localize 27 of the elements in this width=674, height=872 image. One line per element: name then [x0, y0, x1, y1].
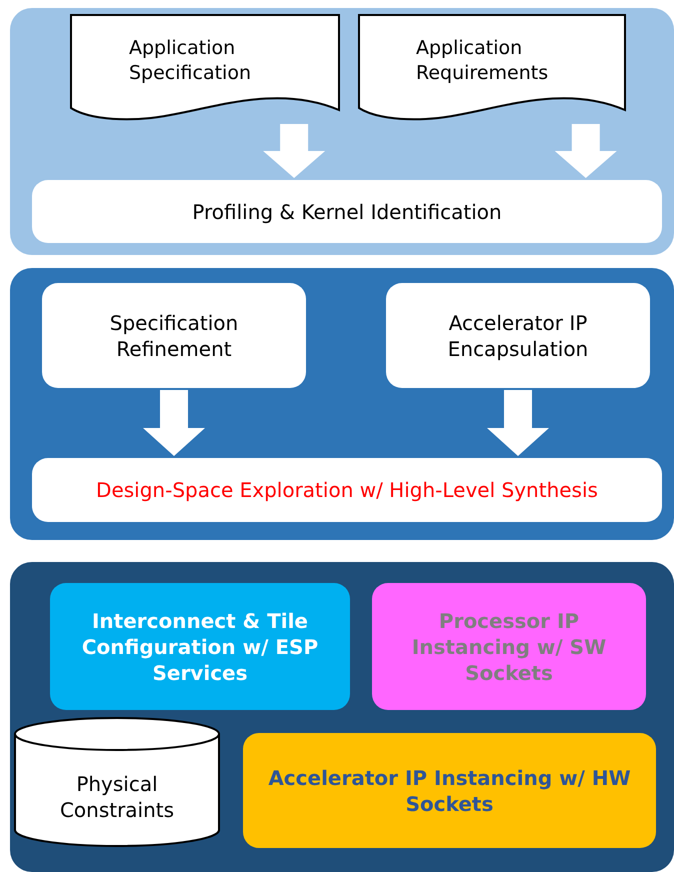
node-label: Profiling & Kernel Identification [192, 198, 502, 224]
process-box [386, 283, 650, 388]
node-label: Interconnect & Tile Configuration w/ ESP Services [80, 608, 320, 686]
node-label: Processor IP Instancing w/ SW Sockets [410, 608, 608, 686]
node-label: Application Specification [129, 36, 252, 86]
node-label: Application Requirements [416, 36, 550, 86]
process-box [243, 733, 656, 848]
database-cylinder [14, 718, 220, 846]
stage-panel [10, 562, 674, 872]
process-box [32, 458, 662, 522]
stage-panel [10, 8, 674, 255]
block-arrow [487, 390, 549, 456]
block-arrow [143, 390, 205, 456]
stage-panel [10, 268, 674, 540]
node-label: Accelerator IP Instancing w/ HW Sockets [267, 764, 632, 816]
document-shape [358, 14, 626, 122]
node-label: Physical Constraints [58, 771, 176, 823]
node-label: Design-Space Exploration w/ High-Level Synthesis [96, 477, 598, 503]
process-box [42, 283, 306, 388]
node-label: Accelerator IP Encapsulation [446, 310, 590, 362]
process-box [372, 583, 646, 710]
block-arrow [554, 124, 617, 178]
block-arrow [263, 124, 326, 178]
process-box [32, 180, 662, 243]
process-box [50, 583, 350, 710]
document-shape [70, 14, 340, 122]
node-label: Specification Refinement [108, 310, 240, 362]
